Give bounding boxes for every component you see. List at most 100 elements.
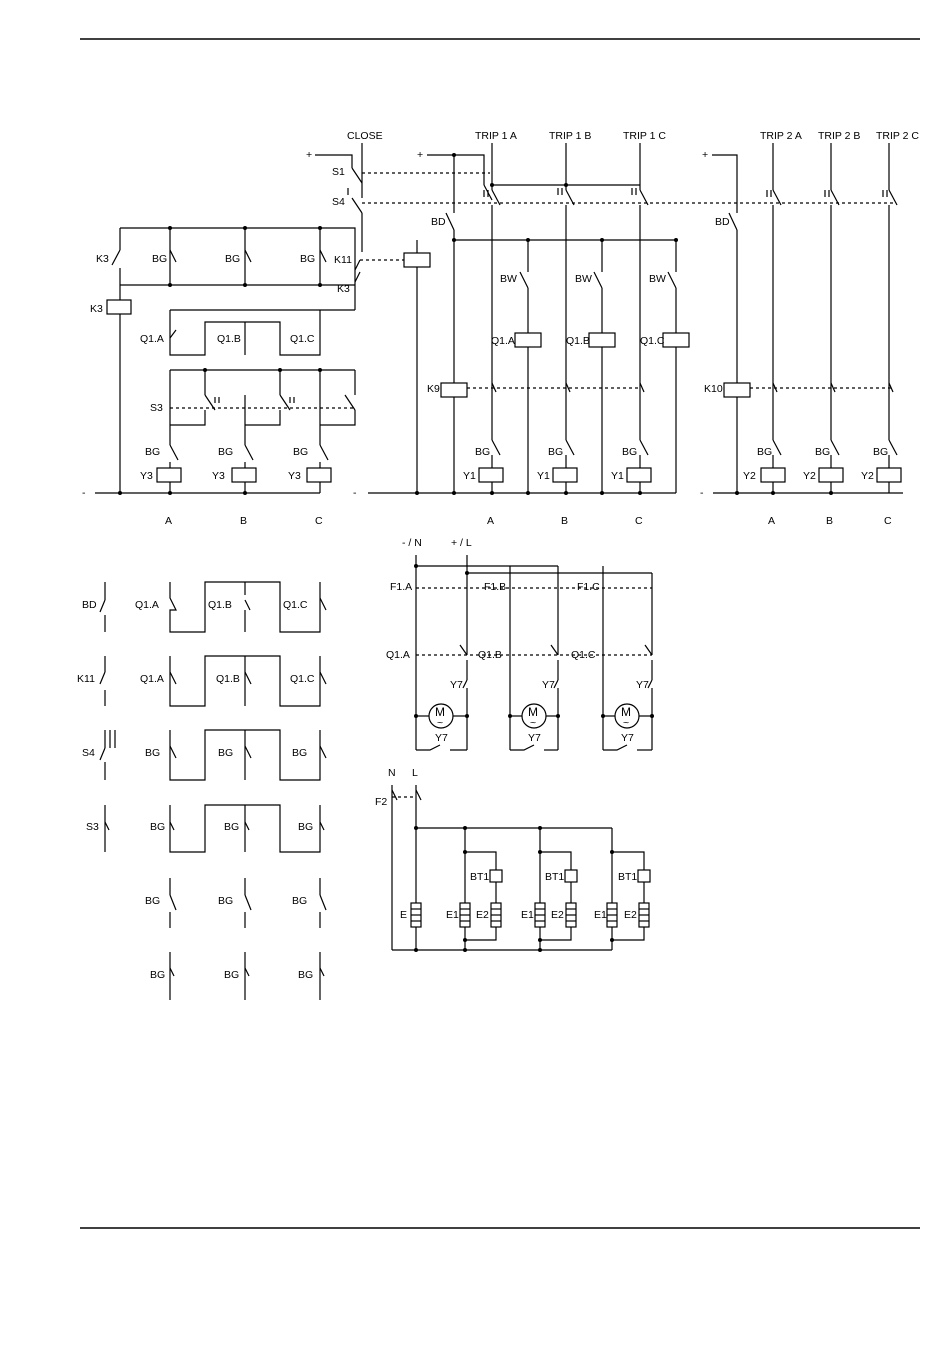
motor-b: Y7 M ~ Y7 — [508, 655, 560, 751]
svg-text:BG: BG — [150, 821, 165, 833]
motor-a: Y7 M ~ Y7 — [414, 655, 469, 751]
s1-label: S1 — [332, 166, 345, 178]
svg-text:BG: BG — [292, 747, 307, 759]
q1a-close-label: Q1.A — [140, 333, 164, 345]
svg-text:Y1: Y1 — [611, 470, 624, 482]
motor-a-icon — [428, 703, 454, 729]
legend-k11: K11 — [77, 673, 95, 685]
svg-text:Y7: Y7 — [636, 679, 649, 691]
svg-text:Y7: Y7 — [542, 679, 555, 691]
svg-text:BW: BW — [649, 273, 666, 285]
trip1a-header: TRIP 1 A — [475, 130, 517, 142]
trip2a-header: TRIP 2 A — [760, 130, 802, 142]
svg-text:BG: BG — [548, 446, 563, 458]
f1c-label: F1.C — [577, 581, 600, 593]
phase-c-trip1: C — [635, 515, 643, 527]
svg-text:M: M — [528, 705, 538, 719]
svg-text:Y2: Y2 — [803, 470, 816, 482]
svg-text:M: M — [435, 705, 445, 719]
svg-text:Y1: Y1 — [537, 470, 550, 482]
heater-circuit: N L F2 E BT1 E1 E2 — [375, 767, 651, 952]
plus-label-trip2: + — [702, 149, 708, 161]
q1a-motor-label: Q1.A — [386, 649, 410, 661]
phase-b-trip1: B — [561, 515, 568, 527]
svg-text:M: M — [621, 705, 631, 719]
svg-text:BG: BG — [224, 969, 239, 981]
svg-text:BG: BG — [145, 446, 160, 458]
svg-text:Y2: Y2 — [861, 470, 874, 482]
phase-c-close: C — [315, 515, 323, 527]
q1a-trip1-label: Q1.A — [491, 335, 515, 347]
svg-text:E1: E1 — [594, 909, 607, 921]
plus-label: + — [306, 149, 312, 161]
close-header: CLOSE — [347, 130, 383, 142]
n-label: N — [388, 767, 396, 779]
svg-text:BG: BG — [150, 969, 165, 981]
trip1c-header: TRIP 1 C — [623, 130, 666, 142]
heater-group-2: BT1 E1 E2 — [521, 828, 578, 950]
bg-contact-group: BG BG BG — [152, 226, 327, 287]
svg-text:~: ~ — [437, 717, 443, 729]
svg-text:BG: BG — [293, 446, 308, 458]
y2c-coil — [876, 467, 902, 483]
svg-text:Y2: Y2 — [743, 470, 756, 482]
svg-text:BG: BG — [218, 895, 233, 907]
y1-coil-group: BG BG BG Y1 Y1 Y1 — [463, 420, 652, 493]
y2-coil-group: BG BG BG Y2 Y2 Y2 — [743, 420, 902, 493]
l-label: L — [412, 767, 418, 779]
heater-group-3: BT1 E1 E2 — [594, 828, 651, 950]
y1c-coil — [626, 467, 652, 483]
legend-bd: BD — [82, 599, 97, 611]
svg-text:BW: BW — [500, 273, 517, 285]
svg-text:BG: BG — [225, 253, 240, 265]
svg-text:~: ~ — [530, 717, 536, 729]
svg-text:BG: BG — [218, 747, 233, 759]
k11-label: K11 — [334, 254, 352, 266]
trip2b-header: TRIP 2 B — [818, 130, 860, 142]
svg-text:BT1: BT1 — [470, 871, 489, 883]
svg-text:BG: BG — [145, 747, 160, 759]
q1c-close-label: Q1.C — [290, 333, 315, 345]
svg-text:BG: BG — [152, 253, 167, 265]
bw-contacts: BW BW BW Q1.A Q1.B Q1.C — [491, 240, 690, 493]
svg-text:BG: BG — [145, 895, 160, 907]
heater-group-1: BT1 E1 E2 — [446, 828, 503, 950]
legend-s3: S3 — [86, 821, 99, 833]
k3-label-left: K3 — [96, 253, 109, 265]
y3a-coil — [156, 467, 182, 483]
k9-coil — [440, 382, 468, 398]
minus-label-trip2: - — [700, 487, 704, 499]
svg-text:BG: BG — [815, 446, 830, 458]
svg-text:BT1: BT1 — [545, 871, 564, 883]
svg-text:E1: E1 — [521, 909, 534, 921]
phase-b-close: B — [240, 515, 247, 527]
svg-text:E2: E2 — [624, 909, 637, 921]
q1b-trip1-label: Q1.B — [566, 335, 590, 347]
svg-text:E2: E2 — [551, 909, 564, 921]
svg-text:BT1: BT1 — [618, 871, 637, 883]
k3-coil — [106, 299, 132, 315]
svg-text:Q1.A: Q1.A — [135, 599, 159, 611]
svg-text:BW: BW — [575, 273, 592, 285]
svg-text:BG: BG — [292, 895, 307, 907]
svg-text:BG: BG — [300, 253, 315, 265]
k10-coil — [723, 382, 751, 398]
k3-label-right: K3 — [337, 283, 350, 295]
bd-trip1-label: BD — [431, 216, 446, 228]
minus-label-close: - — [82, 487, 86, 499]
y2a-coil — [760, 467, 786, 483]
svg-text:Y7: Y7 — [435, 732, 448, 744]
svg-text:Q1.C: Q1.C — [290, 673, 315, 685]
bd-trip2-label: BD — [715, 216, 730, 228]
s4-label: S4 — [332, 196, 345, 208]
motor-circuit: - / N + / L F1.A F1.B F1.C Q1.A Q1.B Q1.… — [386, 537, 654, 751]
svg-text:BG: BG — [298, 969, 313, 981]
svg-text:BG: BG — [224, 821, 239, 833]
svg-text:Q1.B: Q1.B — [208, 599, 232, 611]
motor-c: Y7 M ~ Y7 — [601, 655, 654, 751]
close-circuit: CLOSE + S1 S4 K11 K3 K3 K3 — [82, 130, 895, 527]
motor-b-icon — [521, 703, 547, 729]
q1c-trip1-label: Q1.C — [640, 335, 665, 347]
svg-text:Y3: Y3 — [140, 470, 153, 482]
